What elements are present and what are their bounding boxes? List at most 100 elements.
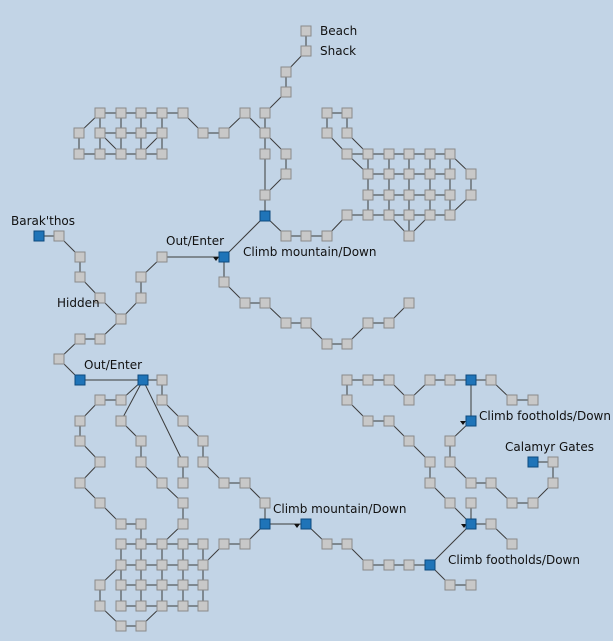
special-room (300, 518, 312, 530)
special-room (137, 374, 149, 386)
room (115, 107, 127, 119)
room (94, 600, 106, 612)
room (177, 456, 189, 468)
room (341, 127, 353, 139)
room (403, 559, 415, 571)
room (485, 374, 497, 386)
label-climb-footholds-lower: Climb footholds/Down (448, 553, 580, 567)
room (424, 209, 436, 221)
room (444, 435, 456, 447)
room (321, 538, 333, 550)
room (383, 168, 395, 180)
room (321, 230, 333, 242)
room (197, 600, 209, 612)
room (218, 477, 230, 489)
room (403, 394, 415, 406)
room (465, 189, 477, 201)
room (321, 338, 333, 350)
room (197, 538, 209, 550)
room (424, 189, 436, 201)
room (156, 559, 168, 571)
room (156, 107, 168, 119)
room (444, 148, 456, 160)
room (73, 148, 85, 160)
special-room (259, 518, 271, 530)
room (383, 209, 395, 221)
room (156, 538, 168, 550)
room (239, 107, 251, 119)
room (403, 148, 415, 160)
room (53, 230, 65, 242)
room (156, 251, 168, 263)
room (177, 107, 189, 119)
room-link (120, 379, 144, 422)
room (197, 559, 209, 571)
room (135, 435, 147, 447)
room (403, 168, 415, 180)
room (94, 292, 106, 304)
room (259, 148, 271, 160)
room (239, 477, 251, 489)
room (177, 518, 189, 530)
room (362, 209, 374, 221)
room (280, 86, 292, 98)
room (547, 477, 559, 489)
room (465, 497, 477, 509)
room (156, 579, 168, 591)
room (383, 415, 395, 427)
label-climb-mountain-upper: Climb mountain/Down (243, 245, 377, 259)
room (135, 559, 147, 571)
room (527, 394, 539, 406)
room-link (142, 379, 184, 463)
room (280, 317, 292, 329)
room (444, 456, 456, 468)
label-climb-mountain-lower: Climb mountain/Down (273, 502, 407, 516)
room (115, 313, 127, 325)
room (444, 209, 456, 221)
room (156, 600, 168, 612)
room (362, 317, 374, 329)
room (115, 148, 127, 160)
room (135, 456, 147, 468)
room (94, 394, 106, 406)
label-out-enter-lower: Out/Enter (84, 358, 143, 372)
room (362, 415, 374, 427)
special-room (259, 210, 271, 222)
room (94, 127, 106, 139)
room (197, 579, 209, 591)
room (74, 251, 86, 263)
special-room (218, 251, 230, 263)
room (135, 107, 147, 119)
room (135, 579, 147, 591)
room (115, 518, 127, 530)
room (341, 338, 353, 350)
room (94, 456, 106, 468)
room (53, 353, 65, 365)
room (465, 477, 477, 489)
room-link (223, 215, 266, 258)
room (115, 620, 127, 632)
label-beach: Beach (320, 24, 358, 38)
exit-arrow (213, 257, 219, 261)
room (362, 559, 374, 571)
special-room (424, 559, 436, 571)
room (135, 620, 147, 632)
room (94, 148, 106, 160)
room (94, 107, 106, 119)
room (197, 435, 209, 447)
room (218, 127, 230, 139)
room (321, 127, 333, 139)
room (156, 394, 168, 406)
room (177, 477, 189, 489)
label-out-enter-upper: Out/Enter (166, 234, 225, 248)
room (341, 394, 353, 406)
room (424, 374, 436, 386)
room (300, 45, 312, 57)
room (444, 497, 456, 509)
room (177, 415, 189, 427)
room (403, 189, 415, 201)
special-room (465, 374, 477, 386)
room (362, 168, 374, 180)
room (177, 579, 189, 591)
